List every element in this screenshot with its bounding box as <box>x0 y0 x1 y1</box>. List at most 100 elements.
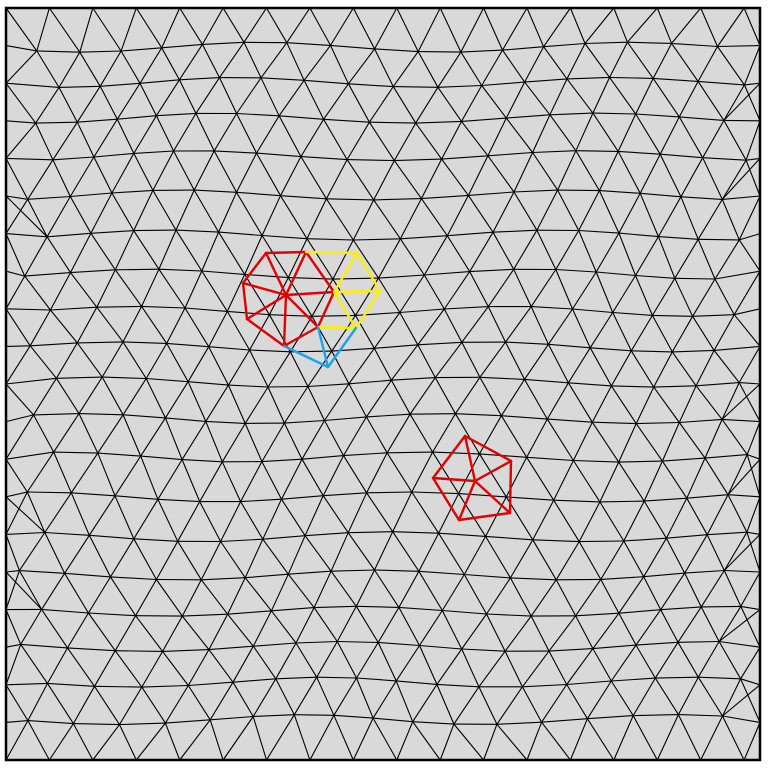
mesh-edge <box>485 535 534 541</box>
mesh-edge <box>101 376 147 380</box>
mesh-edge <box>526 456 574 462</box>
mesh-edge <box>392 531 440 534</box>
five-fold-vertex-star-spoke <box>473 459 513 483</box>
mesh-edge <box>530 306 574 310</box>
mesh-edge <box>740 646 761 680</box>
mesh-edge <box>460 7 485 53</box>
mesh-edge <box>740 605 761 611</box>
mesh-edge <box>643 537 667 578</box>
mesh-edge <box>35 86 60 124</box>
mesh-edge <box>485 535 511 579</box>
mesh-edge <box>69 156 95 198</box>
mesh-edge <box>220 538 264 543</box>
mesh-edge <box>209 681 234 721</box>
mesh-edge <box>395 680 438 685</box>
mesh-edge <box>218 231 246 275</box>
mesh-edge <box>329 7 354 46</box>
mesh-edge <box>322 455 345 497</box>
seven-fold-vertex-star-rim <box>282 325 320 348</box>
mesh-edge <box>436 683 455 725</box>
mesh-edge <box>697 238 716 280</box>
mesh-edge <box>46 232 92 238</box>
mesh-edge <box>69 272 98 308</box>
mesh-edge <box>5 458 28 493</box>
mesh-edge <box>5 720 29 761</box>
mesh-edge <box>526 418 548 458</box>
mesh-edge <box>352 717 374 761</box>
mesh-edge <box>578 540 625 543</box>
mesh-edge <box>541 683 568 723</box>
mesh-edge <box>76 118 118 123</box>
mesh-edge <box>306 198 327 240</box>
mesh-edge <box>584 7 615 45</box>
yellow-hexagon-edge <box>355 251 382 293</box>
mesh-edge <box>5 308 51 311</box>
mesh-edge <box>692 315 715 351</box>
mesh-edge <box>201 41 245 45</box>
mesh-edge <box>260 42 288 79</box>
mesh-edge <box>479 376 502 417</box>
mesh-edge <box>135 7 163 49</box>
mesh-edge <box>97 452 116 497</box>
mesh-edge <box>639 153 661 194</box>
mesh-edge <box>5 643 22 648</box>
mesh-edge <box>530 615 550 652</box>
mesh-edge <box>541 718 588 723</box>
mesh-edge <box>721 715 761 723</box>
mesh-edge <box>458 493 507 498</box>
mesh-edge <box>347 83 370 123</box>
mesh-edge <box>618 461 645 502</box>
mesh-edge <box>44 531 90 536</box>
mesh-edge <box>461 341 481 378</box>
mesh-edge <box>411 451 434 493</box>
mesh-edge <box>639 192 659 238</box>
mesh-edge <box>346 159 395 162</box>
mesh-edge <box>93 156 113 194</box>
mesh-edge <box>307 383 350 388</box>
mesh-edge <box>500 415 548 420</box>
mesh-edge <box>249 349 269 388</box>
mesh-edge <box>114 495 135 540</box>
mesh-edge <box>469 271 489 308</box>
mesh-edge <box>164 381 189 419</box>
mesh-edge <box>287 238 308 279</box>
mesh-edge <box>79 51 101 87</box>
mesh-edge <box>162 615 183 652</box>
mesh-edge <box>463 573 511 579</box>
mesh-edge <box>377 641 397 682</box>
mesh-edge <box>505 81 526 119</box>
mesh-edge <box>651 314 673 353</box>
mesh-edge <box>686 457 706 499</box>
mesh-edge <box>252 678 277 718</box>
mesh-edge <box>617 150 661 155</box>
mesh-edge <box>252 610 272 647</box>
mesh-edge <box>721 157 761 200</box>
mesh-edge <box>546 382 569 420</box>
mesh-edge <box>201 7 224 45</box>
mesh-edge <box>392 86 417 124</box>
mesh-edge <box>532 114 551 154</box>
mesh-edge <box>578 190 600 232</box>
mesh-edge <box>526 7 545 48</box>
mesh-edge <box>348 347 375 385</box>
mesh-edge <box>434 377 456 415</box>
mesh-edge <box>27 720 50 761</box>
mesh-edge <box>287 573 315 609</box>
seven-fold-vertex-star-rim <box>241 281 249 321</box>
mesh-edge <box>133 229 177 232</box>
mesh-edge <box>651 277 676 316</box>
mesh-edge <box>441 120 463 160</box>
mesh-edge <box>55 377 80 415</box>
mesh-edge <box>652 77 680 118</box>
mesh-edge <box>483 723 498 761</box>
mesh-edge <box>20 643 49 684</box>
mesh-edge <box>133 230 160 270</box>
mesh-edge <box>261 234 289 279</box>
mesh-edge <box>566 648 594 686</box>
mesh-edge <box>49 272 72 311</box>
mesh-edge <box>140 455 159 500</box>
mesh-edge <box>5 451 55 460</box>
mesh-edge <box>5 383 35 416</box>
mesh-edge <box>122 414 142 457</box>
mesh-edge <box>352 239 380 279</box>
